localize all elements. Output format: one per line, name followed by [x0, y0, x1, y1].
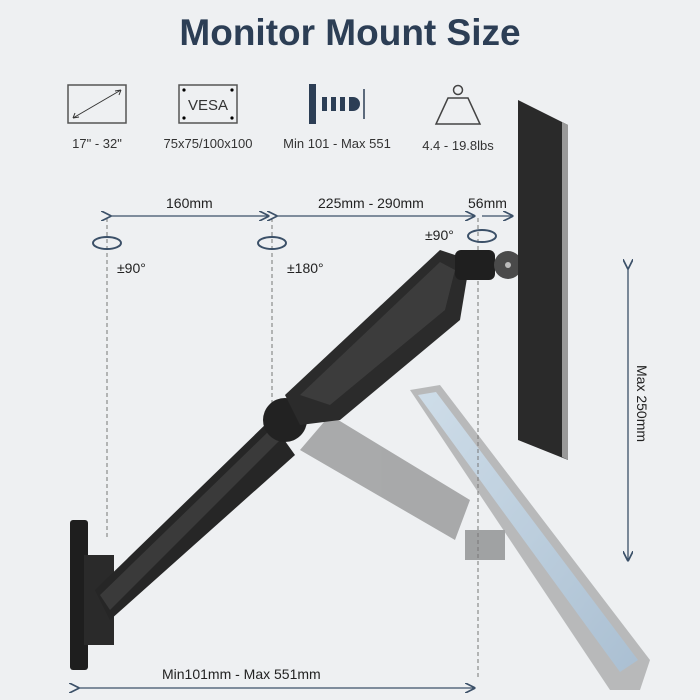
- spec-vesa: VESA 75x75/100x100: [148, 84, 268, 151]
- ghost-arm: [300, 385, 650, 690]
- weight-icon: [434, 84, 482, 125]
- svg-text:VESA: VESA: [188, 97, 228, 114]
- vesa-icon: VESA: [178, 84, 238, 124]
- arm1-length: 160mm: [166, 195, 213, 211]
- rotation-2: ±180°: [287, 260, 324, 276]
- rotation-1: ±90°: [117, 260, 146, 276]
- arm2-length: 225mm - 290mm: [318, 195, 424, 211]
- spec-screen-size: 17" - 32": [37, 84, 157, 151]
- spec-weight: 4.4 - 19.8lbs: [398, 84, 518, 153]
- page-title: Monitor Mount Size: [179, 12, 521, 53]
- height-adjust: Max 250mm: [634, 365, 650, 443]
- monitor: [518, 100, 568, 460]
- head-length: 56mm: [468, 195, 507, 211]
- rotation-3: ±90°: [425, 227, 454, 243]
- extension-icon: [309, 84, 365, 124]
- extension-range: Min101mm - Max 551mm: [162, 666, 321, 682]
- wall-plate: [70, 520, 88, 670]
- screen-size-icon: [67, 84, 127, 124]
- rotation-icons: [92, 229, 497, 250]
- spec-extension: Min 101 - Max 551: [277, 84, 397, 151]
